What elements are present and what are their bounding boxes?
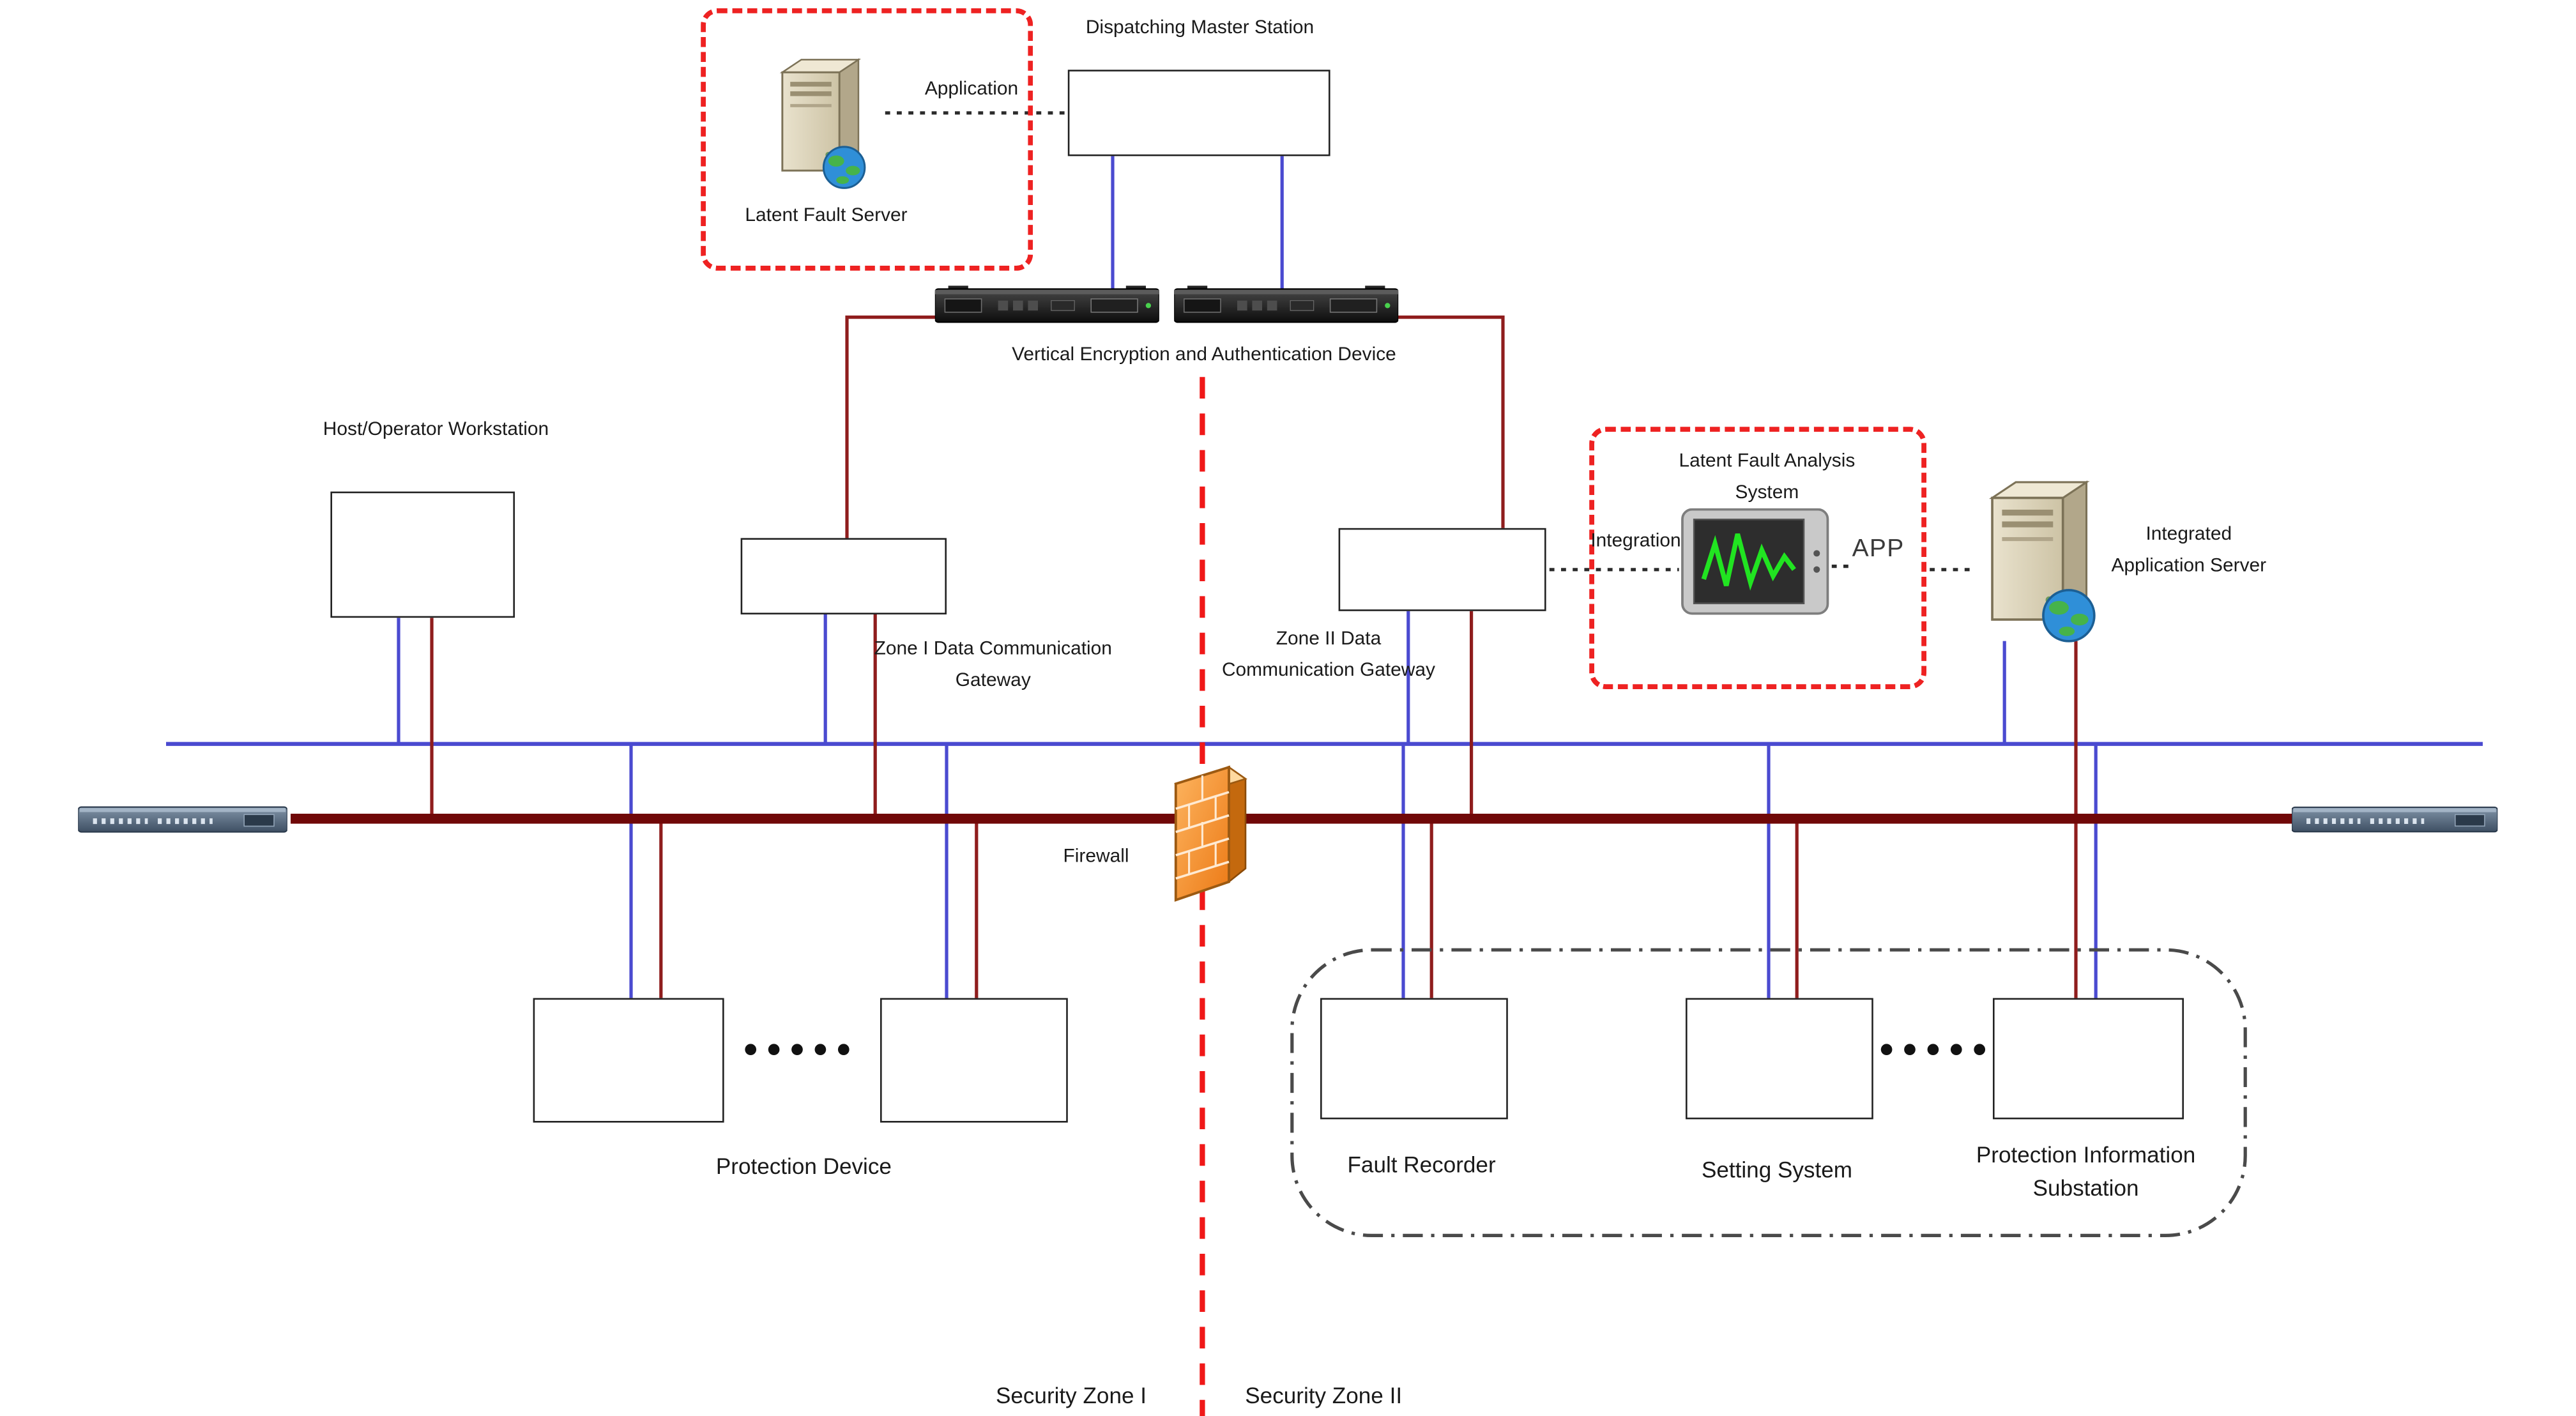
encryption-device-icon-left (935, 285, 1159, 325)
zone1-gateway-label-line1: Zone I Data Communication (874, 639, 1112, 660)
dotted-links (885, 111, 1973, 572)
blue-network-lines (165, 156, 2483, 998)
integrated-server-label-line2: Application Server (2111, 556, 2267, 577)
protection-info-label-line2: Substation (2032, 1175, 2139, 1201)
latent-fault-server-boundary (701, 8, 1033, 271)
zone2-gateway-box (1338, 528, 1546, 611)
application-label: Application (924, 79, 1019, 100)
encryption-device-icon-right (1174, 285, 1398, 325)
protection-device-label: Protection Device (715, 1153, 892, 1179)
zone2-gateway-label-line1: Zone II Data (1276, 629, 1382, 650)
latent-fault-server-label: Latent Fault Server (745, 206, 908, 226)
protection-device-box-2 (880, 998, 1068, 1123)
red-network-lines (290, 315, 2296, 998)
dispatching-master-station-box (1067, 70, 1330, 156)
firewall-label: Firewall (1063, 847, 1129, 867)
ellipsis-dots (745, 1044, 1986, 1056)
zone2-gateway-label-line2: Communication Gateway (1221, 660, 1436, 681)
setting-system-box (1686, 998, 1873, 1120)
lfa-system-label-line2: System (1735, 483, 1799, 503)
fault-recorder-box (1320, 998, 1508, 1120)
fault-analysis-monitor-icon (1680, 508, 1830, 625)
integration-label: Integration (1590, 531, 1681, 552)
fault-recorder-label: Fault Recorder (1347, 1152, 1496, 1178)
security-zone-2-label: Security Zone II (1245, 1383, 1403, 1408)
firewall-icon (1159, 754, 1256, 903)
integrated-server-label-line1: Integrated (2145, 524, 2232, 545)
protection-info-substation-box (1993, 998, 2184, 1120)
app-label: APP (1852, 535, 1905, 563)
host-operator-workstation-box (330, 491, 515, 618)
protection-device-box-1 (533, 998, 724, 1123)
dispatching-master-station-label: Dispatching Master Station (1085, 18, 1315, 38)
setting-system-label: Setting System (1701, 1157, 1853, 1183)
security-zone-1-label: Security Zone I (995, 1383, 1147, 1408)
lfa-system-label-line1: Latent Fault Analysis (1679, 452, 1856, 472)
protection-info-label-line1: Protection Information (1976, 1142, 2196, 1168)
substation-group-boundary (1290, 948, 2247, 1237)
switch-icon-right (2292, 802, 2497, 835)
latent-fault-server-icon (761, 56, 880, 195)
host-workstation-label: Host/Operator Workstation (323, 420, 549, 440)
zone1-gateway-box (740, 538, 947, 614)
encryption-device-label: Vertical Encryption and Authentication D… (1012, 345, 1396, 365)
latent-fault-analysis-boundary (1589, 427, 1926, 689)
zone1-gateway-label-line2: Gateway (955, 671, 1031, 691)
switch-icon-left (78, 802, 287, 835)
